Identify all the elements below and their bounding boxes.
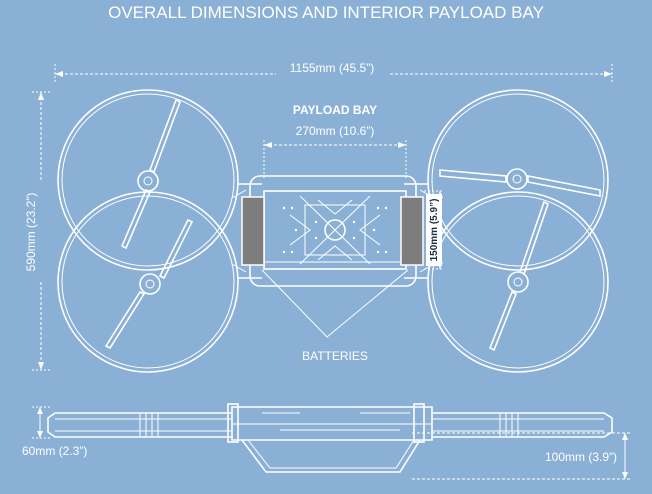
- battery-right: [400, 196, 424, 266]
- rotor-guard-top-right: [427, 89, 609, 271]
- payload-width-dimension: [263, 140, 407, 178]
- batteries-label: BATTERIES: [302, 349, 368, 363]
- payload-bay-heading: PAYLOAD BAY: [293, 103, 377, 117]
- payload-bay-body: [249, 175, 417, 287]
- battery-left: [241, 196, 265, 266]
- payload-height-label: 100mm (3.9”): [545, 450, 617, 464]
- payload-width-label: 270mm (10.6”): [296, 124, 375, 138]
- propeller-bottom-right: [488, 200, 549, 352]
- battery-leader-lines: [261, 269, 409, 338]
- payload-depth-label: 150mm (5.9”): [429, 199, 440, 262]
- propeller-top-left: [120, 98, 181, 250]
- height-label: 60mm (2.3”): [22, 444, 87, 458]
- payload-depth-dimension: [424, 190, 444, 270]
- side-view: [47, 403, 613, 473]
- payload-height-dimension: [412, 432, 632, 480]
- height-dimension: [32, 406, 50, 439]
- overall-width-dimension: [54, 62, 613, 84]
- overall-width-label: 1155mm (45.5”): [290, 61, 374, 75]
- payload-bay-bolt-holes: [282, 206, 388, 254]
- rotor-guard-bottom-right: [427, 191, 609, 373]
- propeller-bottom-left: [104, 218, 194, 350]
- drawing-title: OVERALL DIMENSIONS AND INTERIOR PAYLOAD …: [108, 3, 544, 22]
- propeller-top-right: [439, 168, 601, 197]
- overall-depth-label: 590mm (23.2”): [24, 193, 38, 272]
- rotor-guard-bottom-left: [57, 191, 239, 373]
- rotor-guard-top-left: [57, 89, 239, 271]
- overall-depth-dimension: [30, 91, 50, 371]
